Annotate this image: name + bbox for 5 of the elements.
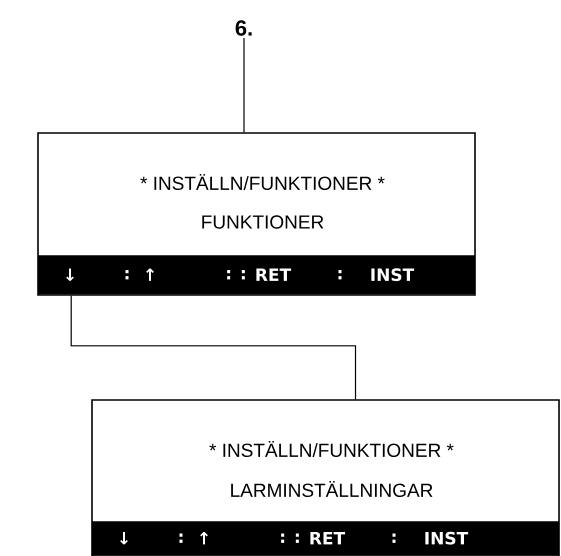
softkey-bar: ↓ : ↑ : : RET : INST [38,255,475,294]
connector-line [243,38,245,132]
step-number: 6. [236,20,252,36]
connector-line [70,296,356,400]
softkey-bar: ↓ : ↑ : : RET : INST [92,521,559,556]
